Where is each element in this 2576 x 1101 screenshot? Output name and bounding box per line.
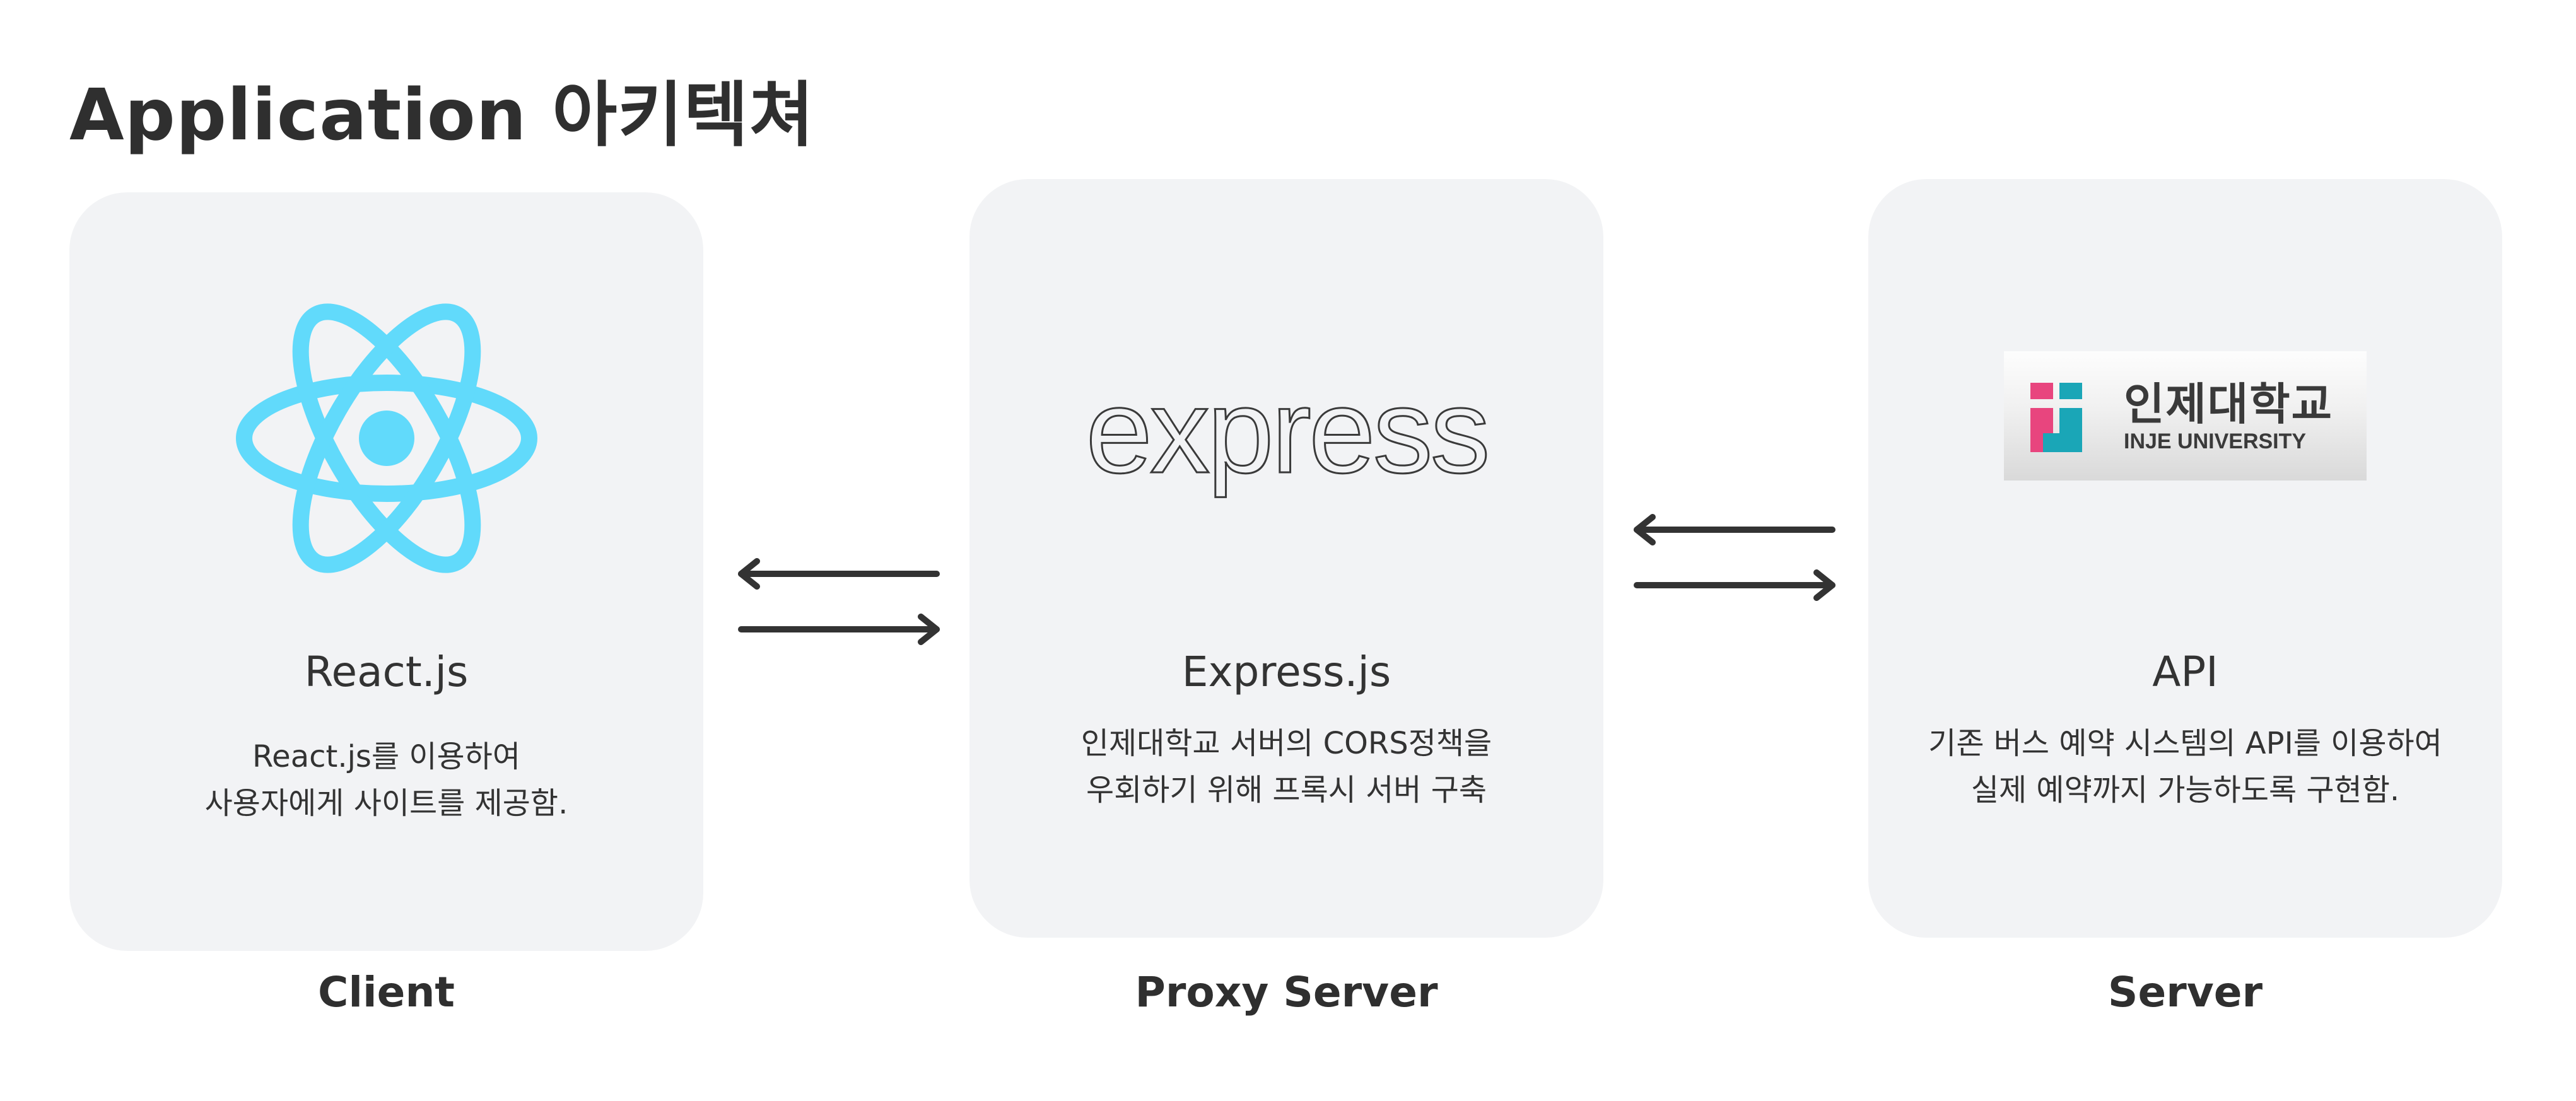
proxy-description-line: 우회하기 위해 프록시 서버 구축 xyxy=(1086,772,1487,808)
express-wordmark: express xyxy=(1086,393,1487,498)
client-description-line: React.js를 이용하여 xyxy=(252,739,520,774)
arrow-right-icon xyxy=(738,614,940,645)
page-title: Application 아키텍쳐 xyxy=(69,74,815,156)
server-description: 기존 버스 예약 시스템의 API를 이용하여 실제 예약까지 가능하도록 구현… xyxy=(1868,720,2502,813)
server-card: 인제대학교 INJE UNIVERSITY API 기존 버스 예약 시스템의 … xyxy=(1868,179,2502,938)
client-proxy-arrows xyxy=(738,558,940,645)
proxy-card: express Express.js 인제대학교 서버의 CORS정책을 우회하… xyxy=(969,179,1603,938)
arrow-left-icon xyxy=(1634,514,1835,545)
client-label: Client xyxy=(318,968,455,1017)
server-description-line: 기존 버스 예약 시스템의 API를 이용하여 xyxy=(1928,726,2442,761)
inje-logo-english-text: INJE UNIVERSITY xyxy=(2124,429,2307,453)
server-description-line: 실제 예약까지 가능하도록 구현함. xyxy=(1970,772,2400,808)
express-logo-icon: express xyxy=(969,393,1603,507)
server-label: Server xyxy=(2107,968,2263,1017)
arrow-left-icon xyxy=(738,558,940,590)
inje-logo-korean-text: 인제대학교 xyxy=(2124,378,2333,430)
client-description-line: 사용자에게 사이트를 제공함. xyxy=(204,786,568,821)
proxy-tech-name: Express.js xyxy=(1181,648,1391,696)
proxy-label: Proxy Server xyxy=(1135,968,1438,1017)
proxy-description-line: 인제대학교 서버의 CORS정책을 xyxy=(1080,726,1492,761)
proxy-description: 인제대학교 서버의 CORS정책을 우회하기 위해 프록시 서버 구축 xyxy=(969,720,1603,813)
client-description: React.js를 이용하여 사용자에게 사이트를 제공함. xyxy=(69,733,703,827)
react-logo-icon xyxy=(69,300,703,577)
proxy-server-arrows xyxy=(1634,514,1835,601)
server-tech-name: API xyxy=(2152,648,2218,696)
arrow-right-icon xyxy=(1634,569,1835,601)
client-card: React.js React.js를 이용하여 사용자에게 사이트를 제공함. xyxy=(69,192,703,951)
inje-university-logo-icon: 인제대학교 INJE UNIVERSITY xyxy=(1868,349,2502,482)
client-tech-name: React.js xyxy=(304,648,469,696)
